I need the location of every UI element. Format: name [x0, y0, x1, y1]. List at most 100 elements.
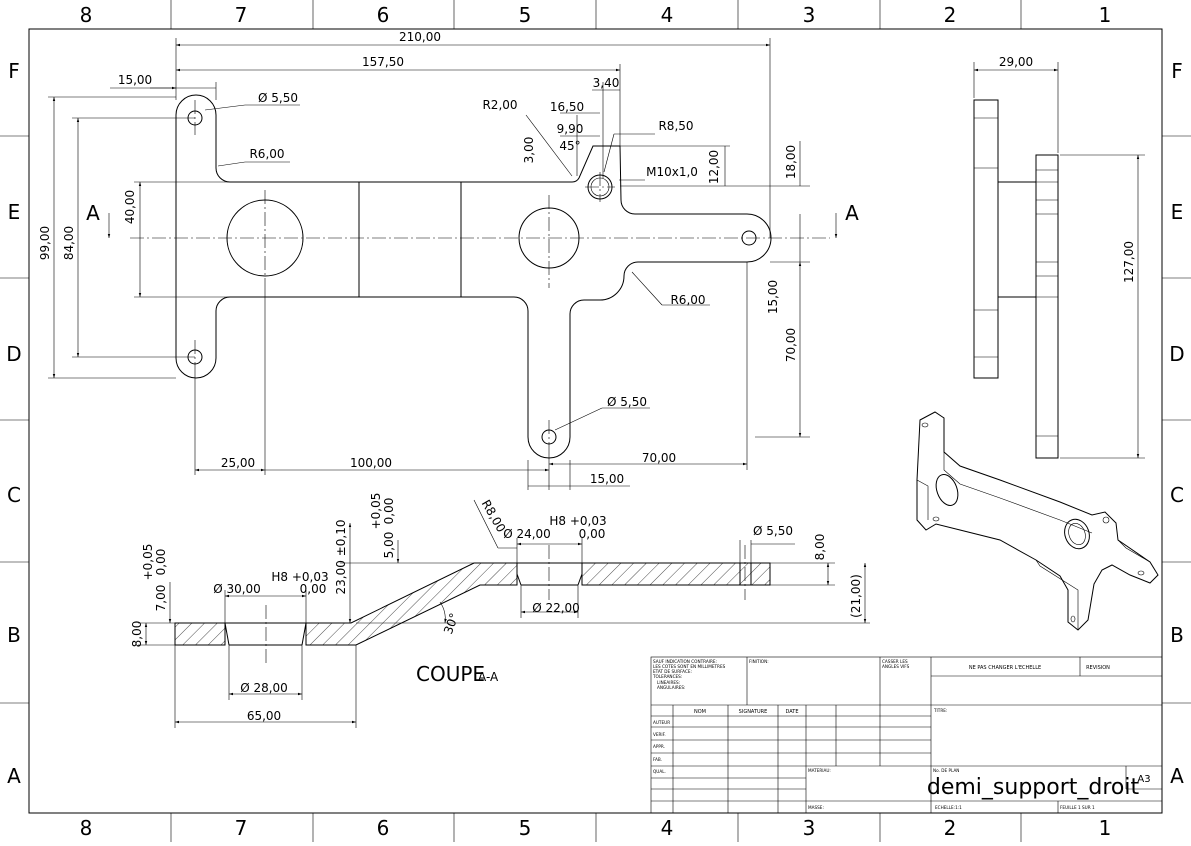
dim-r2: R2,00	[482, 98, 517, 112]
isometric-view	[916, 411, 1159, 631]
dim-25: 25,00	[221, 456, 255, 470]
revision-label: REVISION	[1086, 665, 1110, 671]
dim-12: 12,00	[707, 150, 721, 184]
row-label: FAB.	[653, 757, 662, 762]
dim-15-c: 15,00	[590, 472, 624, 486]
row-label: QUAL.	[653, 769, 666, 774]
dim-7: 7,00	[154, 585, 168, 612]
row-label: AUTEUR	[653, 720, 670, 725]
zone-row-label: F	[1171, 59, 1183, 83]
dim-dia-28: Ø 28,00	[240, 681, 288, 695]
dim-h8-b: H8 +0,03	[549, 514, 606, 528]
dim-tol-plus-a: +0,05	[141, 544, 155, 581]
dim-21: (21,00)	[849, 574, 863, 618]
dim-tol-zero-a: 0,00	[154, 549, 168, 576]
plan-no-label: No. DE PLAN	[933, 768, 959, 773]
dim-29: 29,00	[999, 55, 1033, 69]
dim-9-90: 9,90	[557, 122, 584, 136]
dim-h8-b-zero: 0,00	[579, 527, 606, 541]
dim-r6-b: R6,00	[670, 293, 705, 307]
note-line: ANGULAIRES:	[657, 685, 685, 690]
dim-16-50: 16,50	[550, 100, 584, 114]
zone-row-label: C	[1170, 483, 1184, 507]
dim-100: 100,00	[350, 456, 392, 470]
row-label: APPR.	[653, 744, 665, 749]
dim-tol-zero-b: 0,00	[382, 498, 396, 525]
zone-labels-top: 8 7 6 5 4 3 2 1	[80, 3, 1112, 27]
dim-84: 84,00	[62, 226, 76, 260]
side-view: 29,00 127,00	[973, 55, 1145, 459]
section-mark-right: A	[845, 201, 859, 225]
zone-col-label: 3	[803, 3, 816, 27]
drawing-name: demi_support_droit	[927, 775, 1140, 800]
zone-row-label: A	[1170, 764, 1184, 788]
dim-30-deg: 30°	[441, 611, 461, 636]
mass-label: MASSE:	[808, 805, 824, 810]
sheet-label: FEUILLE 1 SUR 1	[1060, 805, 1095, 810]
dim-18: 18,00	[784, 145, 798, 179]
section-view	[174, 545, 771, 665]
top-view-dimensions: 210,00 157,50 15,00 3,40 16,50 R2,00 9,9…	[38, 30, 859, 490]
material-label: MATERIAU:	[808, 768, 831, 773]
zone-col-label: 5	[519, 3, 532, 27]
dim-127: 127,00	[1122, 241, 1136, 283]
dim-dia-30: Ø 30,00	[213, 582, 261, 596]
zone-col-label: 6	[377, 3, 390, 27]
dim-dia-5-50: Ø 5,50	[258, 91, 298, 105]
break-edges-line: ANGLES VIFS	[882, 664, 910, 669]
dim-tol-plus-b: +0,05	[369, 493, 383, 530]
section-dimensions: +0,05 0,00 7,00 8,00 H8 +0,03 0,00 Ø 30,…	[130, 493, 870, 728]
zone-row-label: B	[1170, 623, 1184, 647]
note-line: SAUF INDICATION CONTRAIRE:	[653, 659, 717, 664]
dim-dia-24: Ø 24,00	[503, 527, 551, 541]
zone-labels-left: F E D C B A	[6, 59, 21, 788]
zone-col-label: 4	[661, 3, 674, 27]
zone-col-label: 7	[235, 816, 248, 840]
dim-99: 99,00	[38, 226, 52, 260]
col-name: NOM	[694, 709, 706, 715]
zone-col-label: 4	[661, 816, 674, 840]
zone-col-label: 1	[1099, 3, 1112, 27]
dim-5: 5,00	[382, 532, 396, 559]
format-label: A3	[1137, 774, 1150, 785]
note-line: LES COTES SONT EN MILLIMETRES	[653, 664, 726, 669]
dim-15: 15,00	[118, 73, 152, 87]
title-label: TITRE:	[933, 708, 947, 713]
zone-row-label: A	[7, 764, 21, 788]
zone-row-label: D	[6, 342, 21, 366]
zone-row-label: E	[8, 200, 21, 224]
col-signature: SIGNATURE	[739, 709, 768, 715]
title-block: SAUF INDICATION CONTRAIRE: LES COTES SON…	[650, 656, 1163, 814]
col-date: DATE	[785, 709, 798, 715]
section-mark-left: A	[86, 201, 100, 225]
scale-label: ECHELLE:1:1	[935, 805, 962, 810]
zone-row-label: B	[7, 623, 21, 647]
dim-dia-5-50-c: Ø 5,50	[753, 524, 793, 538]
dim-r8-50: R8,50	[658, 119, 693, 133]
dim-45: 45°	[559, 139, 580, 153]
note-line: ETAT DE SURFACE:	[653, 669, 692, 674]
dim-dia-22: Ø 22,00	[532, 601, 580, 615]
dim-h8-a-zero: 0,00	[300, 582, 327, 596]
zone-row-label: E	[1171, 200, 1184, 224]
zone-labels-bottom: 8 7 6 5 4 3 2 1	[80, 816, 1112, 840]
dim-8-a: 8,00	[130, 621, 144, 648]
zone-col-label: 2	[944, 3, 957, 27]
dim-8-b: 8,00	[813, 534, 827, 561]
dim-r6: R6,00	[249, 147, 284, 161]
zone-col-label: 5	[519, 816, 532, 840]
section-title: COUPE	[416, 662, 485, 686]
zone-col-label: 1	[1099, 816, 1112, 840]
dim-dia-5-50-b: Ø 5,50	[607, 395, 647, 409]
zone-row-label: F	[8, 59, 20, 83]
sheet-border	[28, 28, 1163, 814]
note-line: LINEAIRES:	[657, 680, 680, 685]
dim-23: 23,00 ±0,10	[334, 520, 348, 595]
zone-col-label: 8	[80, 816, 93, 840]
dim-3-40: 3,40	[593, 76, 620, 90]
zone-col-label: 6	[377, 816, 390, 840]
note-line: TOLERANCES:	[652, 674, 682, 679]
dim-210: 210,00	[399, 30, 441, 44]
zone-col-label: 8	[80, 3, 93, 27]
